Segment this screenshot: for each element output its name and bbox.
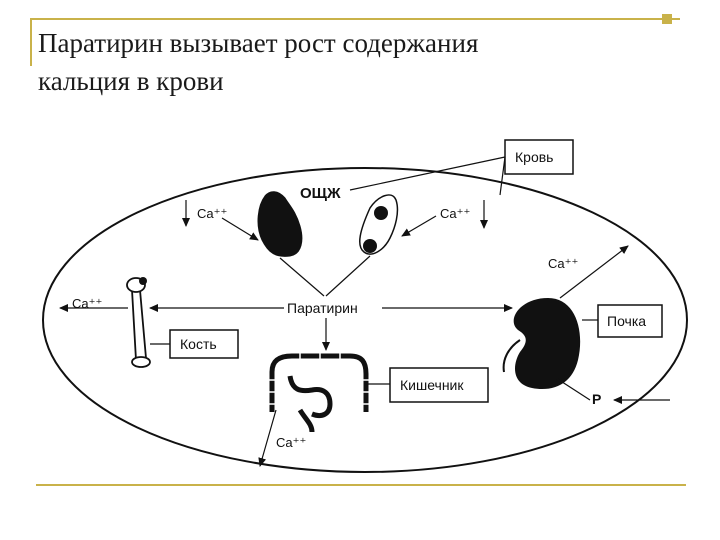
parathyroid-spot-2 — [363, 239, 377, 253]
blood-label: Кровь — [515, 149, 553, 165]
blood-box — [504, 139, 574, 175]
ca-label-bone: Ca⁺⁺ — [72, 296, 102, 311]
kidney-icon — [513, 298, 581, 390]
parathyroid-spot-1 — [374, 206, 388, 220]
gland-right-to-parathyrin — [325, 255, 371, 297]
bone-icon — [126, 277, 151, 368]
title-left-rule — [30, 18, 32, 66]
gland-left-to-parathyrin — [279, 257, 325, 297]
intestine-ca-arrow — [258, 409, 277, 467]
bone-label: Кость — [180, 336, 217, 352]
title-underline — [30, 18, 680, 20]
intestine-label: Кишечник — [400, 377, 464, 393]
ca-arrow-to-left-gland — [221, 217, 259, 241]
blood-pointer-line-2 — [499, 156, 506, 196]
parathyrin-label: Паратирин — [287, 300, 358, 316]
kidney-to-p-line — [555, 377, 591, 401]
slide-title: Паратирин вызывает рост содержания кальц… — [38, 24, 678, 100]
title-line-2: кальция в крови — [38, 66, 224, 96]
intestine-icon — [269, 353, 369, 433]
ca-label-top-left: Ca⁺⁺ — [197, 206, 227, 221]
blood-pointer-line — [349, 156, 506, 191]
corner-mark — [662, 14, 672, 24]
kidney-box — [597, 304, 663, 338]
phosphorus-label: P — [592, 391, 601, 407]
bottom-rule — [36, 484, 686, 486]
ca-label-top-right: Ca⁺⁺ — [440, 206, 470, 221]
ca-label-intestine: Ca⁺⁺ — [276, 435, 306, 450]
title-line-1: Паратирин вызывает рост содержания — [38, 28, 479, 58]
bone-box — [169, 329, 239, 359]
kidney-ureter — [502, 339, 521, 373]
parathyroid-label: ОЩЖ — [300, 185, 341, 202]
kidney-ca-arrow — [559, 245, 629, 299]
kidney-label: Почка — [607, 313, 646, 329]
intestine-box — [389, 367, 489, 403]
intestine-segments — [268, 352, 370, 405]
parathyroid-gland-left — [257, 191, 303, 257]
ca-arrow-to-right-gland — [401, 215, 437, 237]
ca-label-kidney: Ca⁺⁺ — [548, 256, 578, 271]
blood-oval — [42, 167, 688, 473]
